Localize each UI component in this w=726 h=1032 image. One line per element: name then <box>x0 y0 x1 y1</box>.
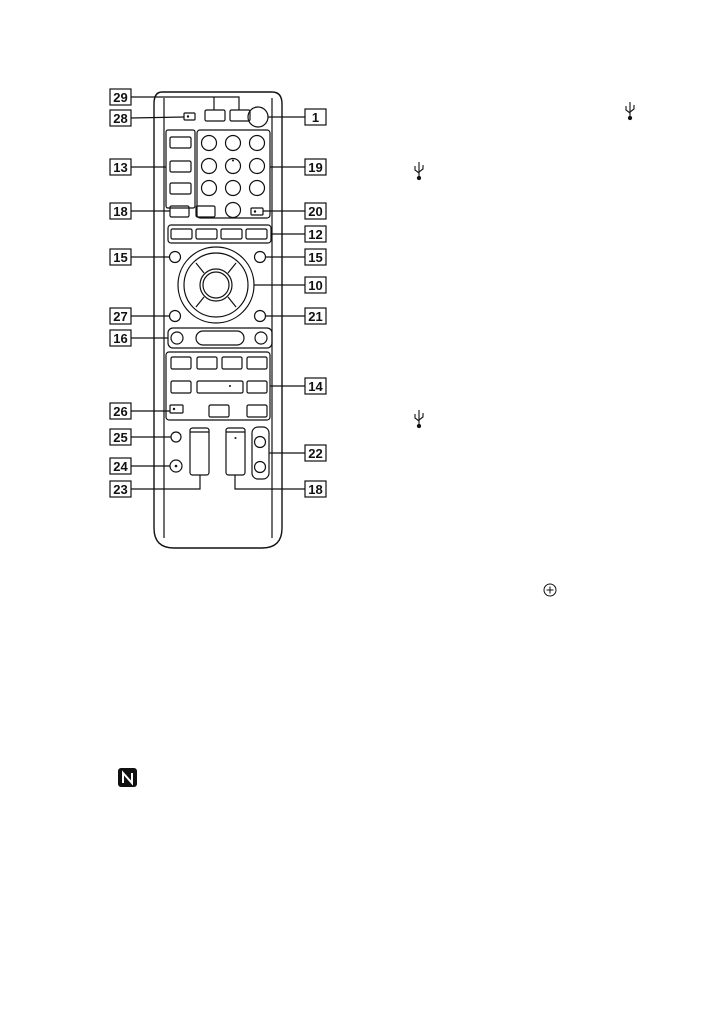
callout-18-upper: 18 <box>113 204 127 219</box>
transport-3[interactable] <box>222 357 242 369</box>
callout-26: 26 <box>113 404 127 419</box>
color-button-1[interactable] <box>171 229 192 239</box>
callout-20: 20 <box>308 204 322 219</box>
usb-icon <box>626 102 634 120</box>
num-4[interactable] <box>202 159 217 174</box>
n-mark-icon <box>118 768 137 787</box>
callout-13: 13 <box>113 160 127 175</box>
callout-boxes: 29 28 1 13 19 18 20 12 15 15 10 27 21 16… <box>110 89 326 497</box>
callout-24: 24 <box>113 459 128 474</box>
group-22-frame <box>252 427 269 479</box>
button-20[interactable] <box>251 208 263 215</box>
button-27[interactable] <box>170 311 181 322</box>
callout-12: 12 <box>308 227 322 242</box>
transport-2[interactable] <box>197 357 217 369</box>
button-13b[interactable] <box>170 161 191 172</box>
callout-25: 25 <box>113 430 127 445</box>
button-28[interactable] <box>184 113 195 120</box>
num-0[interactable] <box>226 203 241 218</box>
button-22b[interactable] <box>255 462 266 473</box>
dpad <box>178 247 254 323</box>
button-18b[interactable] <box>196 206 215 217</box>
callout-15-left: 15 <box>113 250 127 265</box>
button-16a[interactable] <box>171 332 183 344</box>
play-button[interactable] <box>197 381 243 393</box>
callout-23: 23 <box>113 482 127 497</box>
volume-rocker[interactable] <box>226 428 245 475</box>
button-16c[interactable] <box>255 332 267 344</box>
button-22a[interactable] <box>255 437 266 448</box>
button-29a[interactable] <box>205 110 225 121</box>
transport-1[interactable] <box>171 357 191 369</box>
callout-19: 19 <box>308 160 322 175</box>
num-8[interactable] <box>226 181 241 196</box>
usb-icon <box>415 162 423 180</box>
button-15-right[interactable] <box>255 252 266 263</box>
button-26[interactable] <box>170 405 183 413</box>
transport-5[interactable] <box>171 381 191 393</box>
button-16b[interactable] <box>196 331 244 345</box>
callout-18-lower: 18 <box>308 482 322 497</box>
callout-1: 1 <box>312 110 319 125</box>
button-15-left[interactable] <box>170 252 181 263</box>
callout-27: 27 <box>113 309 127 324</box>
power-button[interactable] <box>248 107 268 127</box>
callout-28: 28 <box>113 111 127 126</box>
group-12-frame <box>168 225 271 243</box>
num-7[interactable] <box>202 181 217 196</box>
transport-4[interactable] <box>247 357 267 369</box>
button-21[interactable] <box>255 311 266 322</box>
leader-lines <box>131 97 305 489</box>
color-button-2[interactable] <box>196 229 217 239</box>
num-1[interactable] <box>202 136 217 151</box>
transport-buttons <box>171 357 267 417</box>
num-3[interactable] <box>250 136 265 151</box>
color-button-3[interactable] <box>221 229 242 239</box>
button-29b[interactable] <box>230 110 250 121</box>
num-9[interactable] <box>250 181 265 196</box>
dpad-ring[interactable] <box>178 247 254 323</box>
group-14-frame <box>166 352 270 420</box>
button-25[interactable] <box>171 432 181 442</box>
button-13c[interactable] <box>170 183 191 194</box>
callout-15-right: 15 <box>308 250 322 265</box>
callout-14: 14 <box>308 379 323 394</box>
callout-22: 22 <box>308 446 322 461</box>
top-buttons <box>184 107 268 127</box>
callout-10: 10 <box>308 278 322 293</box>
color-button-4[interactable] <box>246 229 267 239</box>
callout-21: 21 <box>308 309 322 324</box>
num-2[interactable] <box>226 136 241 151</box>
transport-7[interactable] <box>247 381 267 393</box>
button-13a[interactable] <box>170 137 191 148</box>
enter-button[interactable] <box>200 269 232 301</box>
transport-9[interactable] <box>247 405 267 417</box>
callout-29: 29 <box>113 90 127 105</box>
button-23[interactable] <box>190 428 209 475</box>
numpad <box>202 136 265 218</box>
usb-icon <box>415 410 423 428</box>
num-6[interactable] <box>250 159 265 174</box>
transport-8[interactable] <box>209 405 229 417</box>
circle-plus-icon <box>544 584 556 596</box>
callout-16: 16 <box>113 331 127 346</box>
